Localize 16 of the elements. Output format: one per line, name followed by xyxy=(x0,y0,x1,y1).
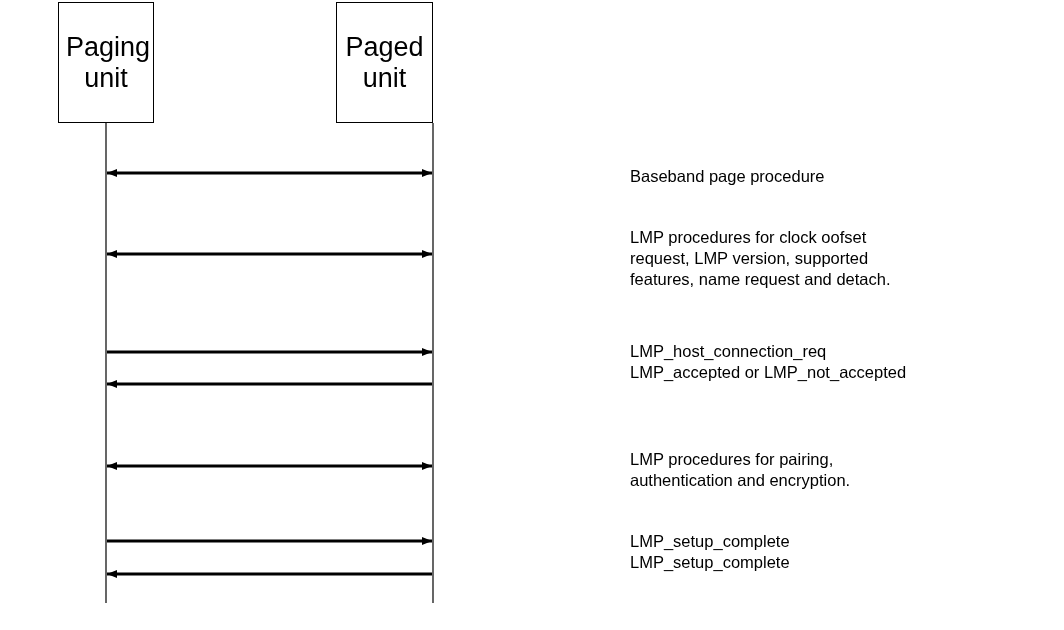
arrow xyxy=(107,348,432,356)
arrow xyxy=(107,250,432,258)
message-description: LMP_host_connection_req xyxy=(630,341,828,362)
message-description: LMP_setup_complete xyxy=(630,531,791,552)
arrow xyxy=(107,462,432,470)
arrow xyxy=(107,537,432,545)
arrow xyxy=(107,380,432,388)
message-description: LMP_setup_complete xyxy=(630,552,791,573)
message-description: LMP procedures for clock oofset request, LMP version, supported features, name request and detach. xyxy=(630,227,892,290)
participant-box: Paging unit xyxy=(58,2,154,123)
message-description: Baseband page procedure xyxy=(630,166,826,187)
message-description: LMP_accepted or LMP_not_accepted xyxy=(630,362,908,383)
participant-box: Paged unit xyxy=(336,2,433,123)
message-description: LMP procedures for pairing, authentication and encryption. xyxy=(630,449,852,491)
arrow xyxy=(107,169,432,177)
arrow xyxy=(107,570,432,578)
